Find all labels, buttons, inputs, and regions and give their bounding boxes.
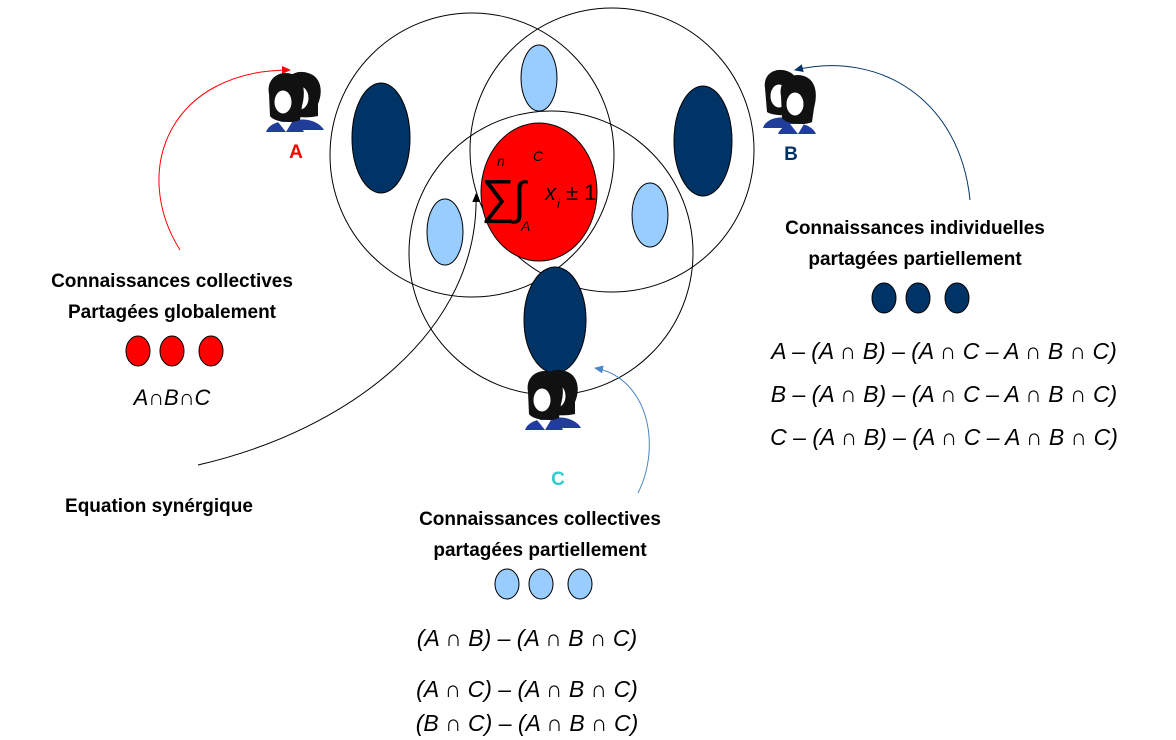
partial-zone-bc — [631, 182, 669, 248]
partial-knowledge-dots — [494, 568, 593, 600]
global-zone-abc — [480, 122, 598, 262]
individual-zone-a — [351, 82, 411, 194]
partial-formula-bc: (B ∩ C) – (A ∩ B ∩ C) — [416, 710, 639, 736]
integral-upper-limit: C — [533, 148, 544, 164]
synergy-equation: ∑ n ∫ C A x i ± 1 — [481, 148, 596, 234]
partial-knowledge-title-line2: partagées partiellement — [433, 540, 647, 561]
venn-circle-a — [329, 12, 615, 298]
partial-zone-ab — [520, 44, 558, 112]
individual-formula-a: A – (A ∩ B) – (A ∩ C – A ∩ B ∩ C) — [769, 338, 1117, 364]
person-c-icon — [525, 369, 581, 430]
individual-zone-c — [523, 266, 587, 374]
partial-formula-ac: (A ∩ C) – (A ∩ B ∩ C) — [416, 676, 638, 702]
person-a-icon — [266, 71, 324, 132]
lightblue-dot — [494, 568, 520, 600]
red-dot — [159, 335, 185, 367]
navy-dot — [871, 282, 897, 314]
navy-dot — [905, 282, 931, 314]
arrow-equation-label-to-sum — [197, 193, 481, 466]
global-knowledge-dots — [125, 335, 224, 367]
sum-upper-limit: n — [497, 153, 505, 169]
individual-knowledge-title-line1: Connaissances individuelles — [785, 218, 1045, 239]
person-b-icon — [763, 69, 816, 134]
equation-subscript: i — [557, 196, 561, 211]
global-knowledge-title-line2: Partagées globalement — [68, 302, 277, 323]
arrow-partial-to-c — [594, 365, 650, 494]
partial-zone-ac — [426, 198, 464, 266]
partial-formula-ab: (A ∩ B) – (A ∩ B ∩ C) — [417, 625, 637, 651]
integral-symbol: ∫ — [510, 172, 528, 224]
individual-knowledge-title-line2: partagées partiellement — [808, 249, 1022, 270]
venn-circle-b — [469, 7, 755, 293]
person-c-label: C — [551, 469, 565, 490]
person-b-label: B — [784, 144, 798, 165]
sum-symbol: ∑ — [481, 171, 515, 224]
global-knowledge-title-line1: Connaissances collectives — [51, 271, 293, 292]
individual-knowledge-dots — [871, 282, 970, 314]
equation-synergy-label: Equation synérgique — [65, 496, 253, 517]
person-a-label: A — [289, 142, 303, 163]
arrow-global-to-a — [158, 66, 291, 251]
global-knowledge-formula: A∩B∩C — [132, 385, 211, 410]
equation-tail: ± 1 — [566, 180, 596, 205]
partial-knowledge-title-line1: Connaissances collectives — [419, 509, 661, 530]
integral-lower-limit: A — [520, 218, 530, 234]
red-dot — [198, 335, 224, 367]
lightblue-dot — [528, 568, 554, 600]
navy-dot — [944, 282, 970, 314]
equation-variable: x — [544, 180, 557, 205]
red-dot — [125, 335, 151, 367]
lightblue-dot — [567, 568, 593, 600]
arrow-individual-to-b — [794, 64, 971, 201]
individual-zone-b — [673, 85, 733, 197]
individual-formula-c: C – (A ∩ B) – (A ∩ C – A ∩ B ∩ C) — [770, 424, 1118, 450]
individual-formula-b: B – (A ∩ B) – (A ∩ C – A ∩ B ∩ C) — [771, 381, 1117, 407]
